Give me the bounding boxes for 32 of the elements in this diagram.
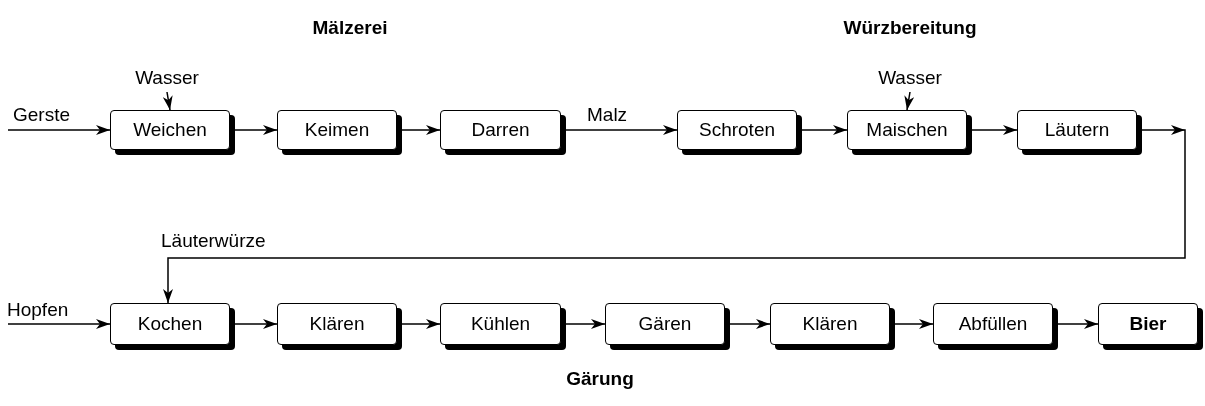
step-label: Abfüllen [958, 313, 1028, 335]
arrow [565, 125, 678, 135]
arrow [7, 319, 111, 329]
arrow [565, 319, 606, 329]
arrow [234, 319, 278, 329]
step-label: Kochen [137, 313, 203, 335]
step-label: Gären [638, 313, 692, 335]
step-label: Maischen [866, 119, 948, 141]
step-label: Weichen [133, 119, 207, 141]
arrow [401, 125, 441, 135]
step-label: Bier [1129, 313, 1167, 335]
section-title: Gärung [566, 368, 634, 390]
step-label: Klären [802, 313, 858, 335]
arrow [401, 319, 441, 329]
arrow [7, 125, 111, 135]
step-label: Klären [309, 313, 365, 335]
step-label: Darren [471, 119, 530, 141]
arrow [904, 91, 915, 111]
arrow [163, 129, 1186, 304]
arrow [894, 319, 934, 329]
step-label: Kühlen [470, 313, 531, 335]
section-title: Mälzerei [312, 17, 388, 39]
arrow [971, 125, 1018, 135]
step-label: Schroten [698, 119, 775, 141]
arrow [162, 91, 173, 111]
arrow [729, 319, 771, 329]
arrow [801, 125, 848, 135]
step-label: Keimen [304, 119, 370, 141]
arrow [1057, 319, 1099, 329]
section-title: Würzbereitung [843, 17, 977, 39]
step-label: Läutern [1044, 119, 1110, 141]
arrow [234, 125, 278, 135]
